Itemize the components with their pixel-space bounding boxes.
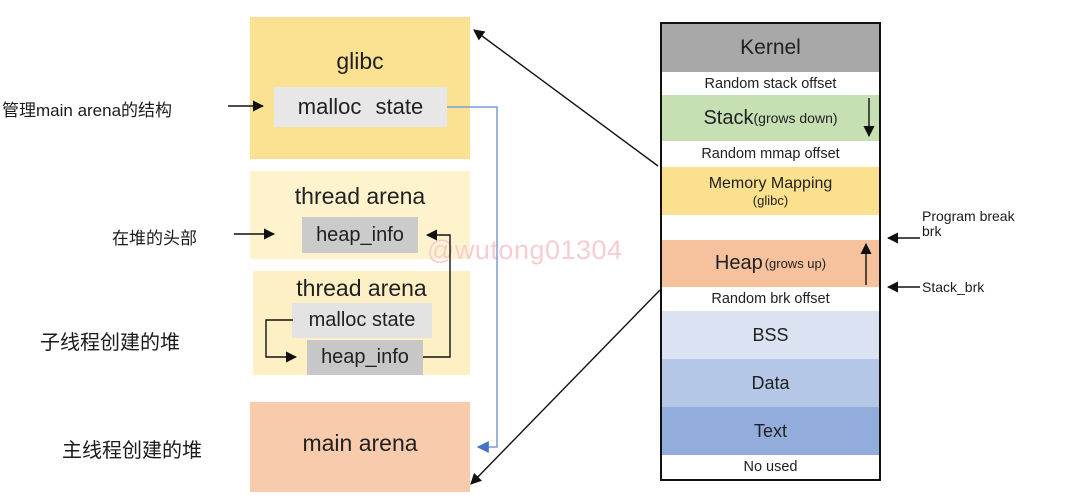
mmap-sublabel: (glibc) bbox=[752, 192, 789, 208]
heap-sublabel: (grows up) bbox=[764, 256, 827, 271]
section-random-stack-offset: Random stack offset bbox=[704, 75, 837, 92]
program-break-line2: brk bbox=[922, 223, 942, 239]
heap-label: Heap bbox=[714, 252, 763, 274]
label-child-thread-heap: 子线程创建的堆 bbox=[40, 332, 180, 354]
main-arena-box: main arena bbox=[250, 402, 470, 492]
section-data: Data bbox=[662, 359, 879, 407]
arrow-memmap-to-main-arena bbox=[470, 289, 661, 485]
label-heap-head: 在堆的头部 bbox=[112, 229, 197, 248]
glibc-malloc-state-box: malloc state bbox=[274, 87, 447, 127]
program-break-line1: Program break bbox=[922, 208, 1015, 224]
section-heap: Heap(grows up) bbox=[662, 240, 879, 287]
mmap-label: Memory Mapping bbox=[708, 174, 833, 192]
watermark: @wutong01304 bbox=[427, 235, 623, 265]
main-arena-title: main arena bbox=[302, 430, 418, 456]
glibc-title: glibc bbox=[336, 48, 384, 74]
label-main-thread-heap: 主线程创建的堆 bbox=[62, 440, 202, 462]
label-manage-main-arena: 管理main arena的结构 bbox=[2, 101, 173, 120]
stack-sublabel: (grows down) bbox=[753, 110, 838, 126]
process-memory-map: Kernel Random stack offset Stack(grows d… bbox=[660, 22, 881, 481]
label-stack-brk: Stack_brk bbox=[922, 279, 985, 295]
thread-arena-2-heap-info-box: heap_info bbox=[307, 340, 423, 375]
arrow-memmap-to-glibc bbox=[473, 29, 659, 167]
section-no-used: No used bbox=[743, 459, 798, 475]
thread-arena-1-heap-info-box: heap_info bbox=[302, 217, 418, 253]
label-program-break: Program break brk bbox=[922, 209, 1015, 239]
section-stack: Stack(grows down) bbox=[662, 95, 879, 141]
section-text: Text bbox=[662, 407, 879, 455]
thread-arena-2-title: thread arena bbox=[296, 275, 427, 301]
thread-arena-1-title: thread arena bbox=[294, 183, 426, 209]
section-random-brk-offset: Random brk offset bbox=[711, 291, 830, 307]
section-random-mmap-offset: Random mmap offset bbox=[701, 146, 840, 162]
thread-arena-2-malloc-state-box: malloc state bbox=[292, 303, 432, 338]
stack-label: Stack bbox=[703, 106, 754, 129]
section-memory-mapping: Memory Mapping (glibc) bbox=[662, 167, 879, 215]
section-bss: BSS bbox=[662, 311, 879, 359]
section-kernel: Kernel bbox=[662, 24, 879, 72]
